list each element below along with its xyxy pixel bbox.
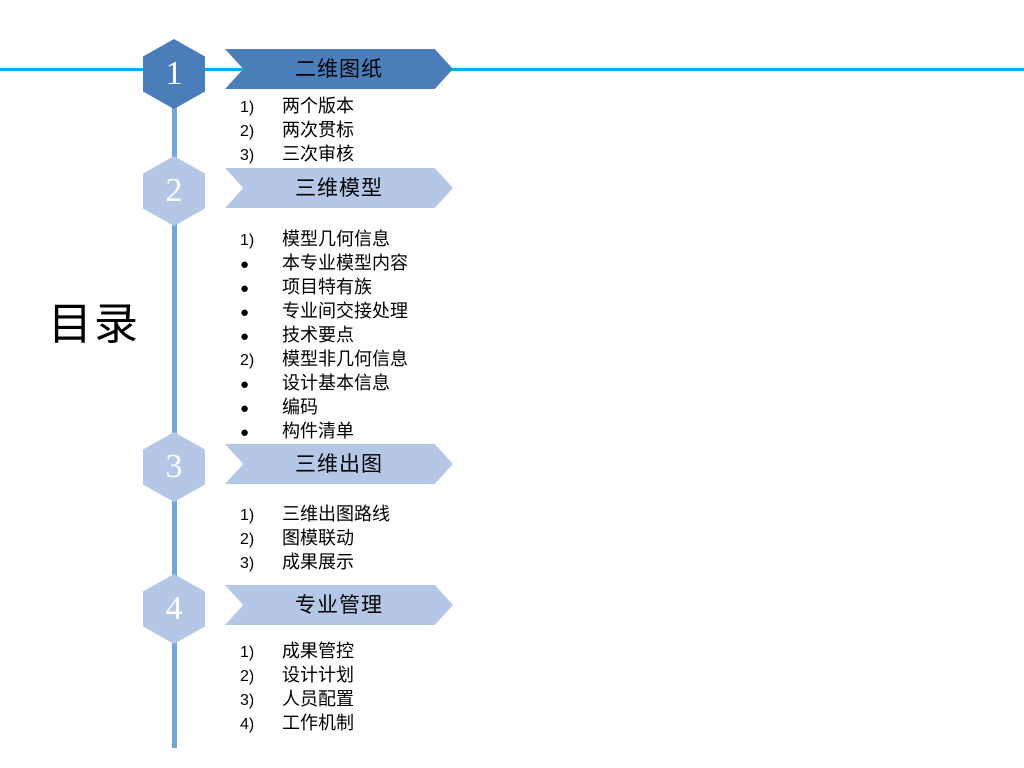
list-item-label: 人员配置 — [282, 689, 354, 710]
section-banner-2[interactable]: 三维模型 — [225, 168, 453, 208]
list-item: ● 设计基本信息 — [240, 372, 408, 396]
section-badge-2[interactable]: 2 — [143, 156, 205, 226]
section-banner-4[interactable]: 专业管理 — [225, 585, 453, 625]
list-item: 3) 人员配置 — [240, 688, 354, 712]
section-banner-label-2: 三维模型 — [295, 175, 383, 200]
list-item-label: 模型非几何信息 — [282, 349, 408, 370]
section-list-2: 1) 模型几何信息 ● 本专业模型内容 ● 项目特有族 ● 专业间交接处理 ● … — [240, 228, 408, 444]
list-item: 1) 三维出图路线 — [240, 503, 390, 527]
list-item: ● 技术要点 — [240, 324, 408, 348]
list-item-label: 模型几何信息 — [282, 229, 390, 250]
list-item-marker: ● — [240, 376, 250, 393]
list-item: 3) 成果展示 — [240, 551, 390, 575]
list-item-label: 两个版本 — [282, 96, 354, 117]
list-item-label: 三维出图路线 — [282, 504, 390, 525]
list-item-label: 技术要点 — [282, 325, 354, 346]
list-item-label: 项目特有族 — [282, 277, 372, 298]
list-item-label: 设计计划 — [282, 665, 354, 686]
list-item-marker: ● — [240, 256, 250, 273]
section-number-2: 2 — [165, 172, 183, 209]
list-item: 3) 三次审核 — [240, 143, 354, 167]
list-item-marker: 2) — [240, 531, 255, 548]
list-item-label: 设计基本信息 — [282, 373, 390, 394]
list-item: 1) 两个版本 — [240, 95, 354, 119]
section-banner-1[interactable]: 二维图纸 — [225, 49, 453, 89]
vertical-connector-line — [172, 60, 177, 748]
list-item: ● 编码 — [240, 396, 408, 420]
list-item-marker: 2) — [240, 352, 255, 369]
list-item-marker: ● — [240, 424, 250, 441]
list-item-marker: 1) — [240, 99, 255, 116]
list-item-label: 两次贯标 — [282, 120, 354, 141]
section-list-1: 1) 两个版本 2) 两次贯标 3) 三次审核 — [240, 95, 354, 167]
list-item-marker: 2) — [240, 123, 255, 140]
list-item: ● 本专业模型内容 — [240, 252, 408, 276]
list-item-label: 成果管控 — [282, 641, 354, 662]
section-banner-label-1: 二维图纸 — [295, 56, 383, 81]
section-banner-label-3: 三维出图 — [295, 451, 383, 476]
page-title: 目录 — [48, 299, 140, 350]
section-number-4: 4 — [165, 590, 183, 627]
top-accent-rule — [0, 68, 1024, 71]
list-item: 2) 两次贯标 — [240, 119, 354, 143]
list-item-label: 三次审核 — [282, 144, 354, 165]
list-item: 1) 成果管控 — [240, 640, 354, 664]
list-item-marker: 3) — [240, 692, 255, 709]
list-item-marker: 4) — [240, 716, 255, 733]
list-item-label: 工作机制 — [282, 713, 354, 734]
list-item-marker: 2) — [240, 668, 255, 685]
list-item: 1) 模型几何信息 — [240, 228, 408, 252]
list-item-marker: 1) — [240, 232, 255, 249]
list-item-label: 成果展示 — [282, 552, 354, 573]
section-badge-1[interactable]: 1 — [143, 39, 205, 109]
list-item-label: 本专业模型内容 — [282, 253, 408, 274]
list-item-marker: ● — [240, 280, 250, 297]
list-item-label: 图模联动 — [282, 528, 354, 549]
list-item: ● 项目特有族 — [240, 276, 408, 300]
section-banner-3[interactable]: 三维出图 — [225, 444, 453, 484]
list-item-marker: 1) — [240, 644, 255, 661]
list-item-label: 专业间交接处理 — [282, 301, 408, 322]
list-item-marker: ● — [240, 304, 250, 321]
list-item-marker: 3) — [240, 147, 255, 164]
list-item-label: 编码 — [282, 397, 318, 418]
list-item-marker: 3) — [240, 555, 255, 572]
list-item-marker: 1) — [240, 507, 255, 524]
list-item: ● 构件清单 — [240, 420, 408, 444]
section-badge-4[interactable]: 4 — [143, 574, 205, 644]
list-item: 2) 模型非几何信息 — [240, 348, 408, 372]
list-item-marker: ● — [240, 400, 250, 417]
list-item-label: 构件清单 — [282, 421, 354, 442]
section-number-1: 1 — [165, 55, 183, 92]
list-item: ● 专业间交接处理 — [240, 300, 408, 324]
list-item: 2) 设计计划 — [240, 664, 354, 688]
section-banner-label-4: 专业管理 — [295, 592, 383, 617]
section-number-3: 3 — [165, 448, 183, 485]
section-list-4: 1) 成果管控 2) 设计计划 3) 人员配置 4) 工作机制 — [240, 640, 354, 736]
list-item-marker: ● — [240, 328, 250, 345]
section-badge-3[interactable]: 3 — [143, 432, 205, 502]
section-list-3: 1) 三维出图路线 2) 图模联动 3) 成果展示 — [240, 503, 390, 575]
list-item: 4) 工作机制 — [240, 712, 354, 736]
list-item: 2) 图模联动 — [240, 527, 390, 551]
